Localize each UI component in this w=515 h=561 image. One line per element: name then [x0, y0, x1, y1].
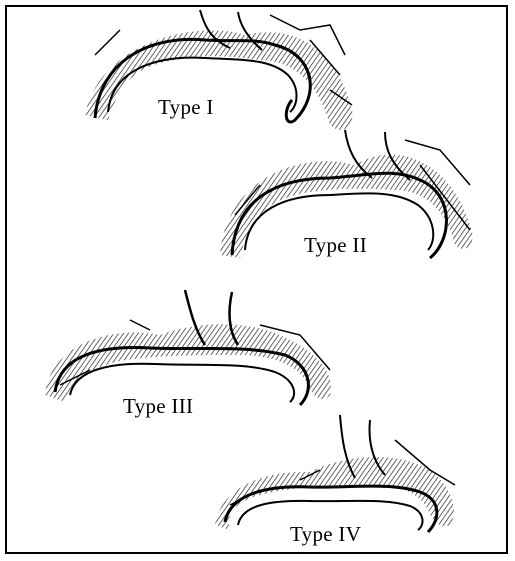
type-3-illustration: [45, 290, 331, 405]
type-4-label: Type IV: [290, 522, 361, 547]
type-1-label: Type I: [158, 95, 214, 120]
type-2-label: Type II: [304, 233, 367, 258]
type-3-label: Type III: [123, 394, 193, 419]
type-1-illustration: [85, 10, 352, 130]
type-3-tissue-shading: [45, 324, 331, 402]
type-1-tissue-shading: [85, 30, 352, 130]
type-4-illustration: [215, 415, 455, 532]
